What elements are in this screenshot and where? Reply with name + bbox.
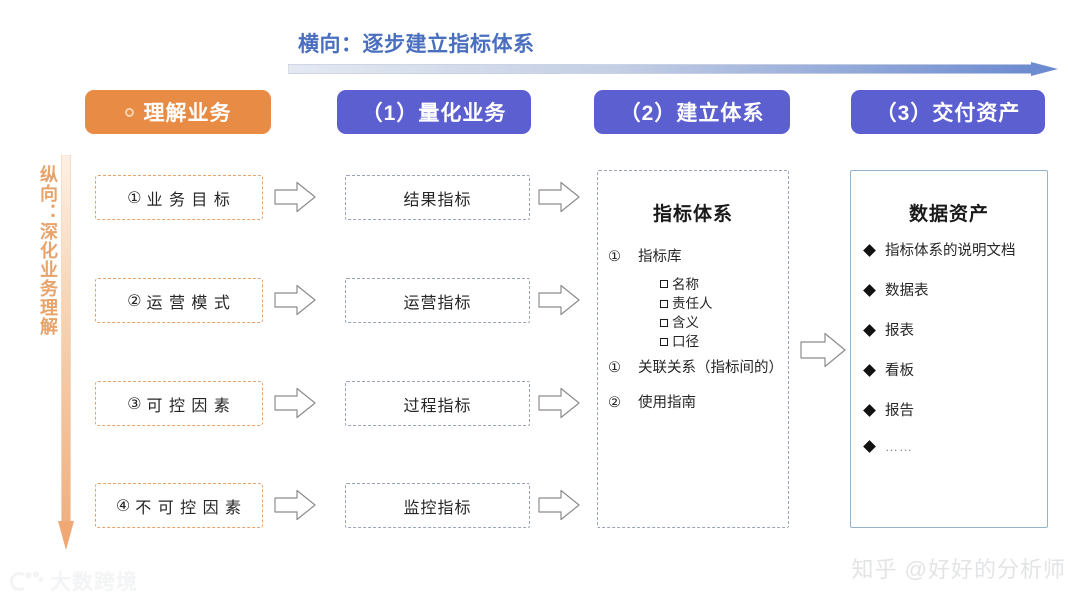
item-label: 指标库 (638, 249, 682, 265)
item-label: 监控指标 (403, 499, 472, 517)
right-block-arrow-icon (274, 181, 316, 213)
item-number: ① (127, 189, 142, 207)
right-block-arrow-icon (538, 284, 580, 316)
watermark-left-label: 大数跨境 (50, 571, 138, 594)
column-header-label: （2）建立体系 (619, 102, 765, 125)
item-number: ② (127, 292, 142, 310)
item-number: ① (608, 360, 621, 376)
checkbox-square-icon (660, 318, 668, 327)
asset-list-item[interactable]: …… (863, 439, 1041, 454)
sub-item-label: 口径 (672, 334, 699, 350)
right-block-arrow-icon (274, 387, 316, 419)
sub-item-label: 责任人 (672, 296, 713, 312)
deliver-assets-list: 指标体系的说明文档 数据表 报表 看板 报告 …… (863, 239, 1041, 473)
item-number: ④ (115, 497, 131, 515)
right-block-arrow-icon (538, 489, 580, 521)
item-number: ① (608, 249, 621, 265)
asset-item-label: 报表 (885, 323, 914, 339)
diamond-bullet-icon (863, 243, 876, 257)
understand-business-item[interactable]: ④ 不 可 控 因 素 (95, 483, 263, 528)
diamond-bullet-icon (863, 283, 876, 297)
quantify-business-item[interactable]: 结果指标 (345, 175, 530, 220)
column-header-quantify-business[interactable]: （1）量化业务 (337, 90, 531, 134)
item-label: 使用指南 (638, 395, 696, 411)
right-block-arrow-icon (538, 181, 580, 213)
right-gradient-arrow-icon (288, 62, 1058, 76)
build-system-item[interactable]: ① 关联关系（指标间的） (608, 356, 783, 377)
item-label: 不 可 控 因 素 (135, 499, 243, 517)
asset-list-item[interactable]: 看板 (863, 359, 1041, 380)
quantify-business-item[interactable]: 过程指标 (345, 381, 530, 426)
paw-logo-icon (10, 571, 44, 592)
sub-list-item[interactable]: 口径 (660, 332, 713, 351)
item-label: 关联关系（指标间的） (638, 360, 783, 376)
checkbox-square-icon (660, 337, 668, 346)
item-label: 业 务 目 标 (146, 191, 231, 209)
item-label: 过程指标 (403, 397, 472, 415)
sub-list-item[interactable]: 含义 (660, 313, 713, 332)
build-system-title: 指标体系 (652, 204, 733, 225)
asset-list-item[interactable]: 报告 (863, 399, 1041, 420)
watermark-right: 知乎 @好好的分析师 (851, 557, 1066, 582)
item-label: 运营指标 (403, 294, 472, 312)
horizontal-banner-title: 横向：逐步建立指标体系 (298, 33, 535, 56)
asset-item-label: 报告 (885, 403, 914, 419)
understand-business-item[interactable]: ① 业 务 目 标 (95, 175, 263, 220)
asset-list-item[interactable]: 报表 (863, 319, 1041, 340)
quantify-business-item[interactable]: 运营指标 (345, 278, 530, 323)
item-label: 结果指标 (403, 191, 472, 209)
deliver-assets-title: 数据资产 (908, 204, 989, 225)
asset-list-item[interactable]: 指标体系的说明文档 (863, 239, 1041, 260)
item-number: ③ (127, 395, 142, 413)
indicator-library-sub-list: 名称 责任人 含义 口径 (660, 275, 713, 352)
quantify-business-item[interactable]: 监控指标 (345, 483, 530, 528)
vertical-banner-title: 纵向：深化业务理解 (38, 165, 58, 336)
diamond-bullet-icon (863, 440, 876, 453)
right-block-arrow-icon (274, 284, 316, 316)
understand-business-item[interactable]: ③ 可 控 因 素 (95, 381, 263, 426)
sub-list-item[interactable]: 名称 (660, 275, 713, 294)
asset-list-item[interactable]: 数据表 (863, 279, 1041, 300)
item-label: 运 营 模 式 (146, 294, 231, 312)
column-header-label: （1）量化业务 (361, 102, 507, 125)
item-number: ② (608, 395, 621, 411)
asset-item-label: 看板 (885, 363, 914, 379)
column-header-build-system[interactable]: （2）建立体系 (594, 90, 790, 134)
sub-item-label: 含义 (672, 315, 699, 331)
deliver-assets-panel: 数据资产 指标体系的说明文档 数据表 报表 看板 报告 …… (850, 170, 1048, 528)
asset-item-label: …… (885, 439, 913, 454)
down-gradient-arrow-icon (58, 155, 74, 550)
build-system-item[interactable]: ② 使用指南 (608, 391, 696, 412)
asset-item-label: 指标体系的说明文档 (885, 243, 1016, 259)
diamond-bullet-icon (863, 403, 876, 417)
watermark-left: 大数跨境 (10, 566, 138, 596)
checkbox-square-icon (660, 299, 668, 308)
diamond-bullet-icon (863, 323, 876, 337)
column-header-label: 理解业务 (143, 102, 232, 125)
checkbox-square-icon (660, 280, 668, 289)
circle-dot-icon (124, 107, 134, 117)
column-header-understand-business[interactable]: 理解业务 (85, 90, 271, 134)
item-label: 可 控 因 素 (146, 397, 231, 415)
right-block-arrow-icon (274, 489, 316, 521)
column-header-label: （3）交付资产 (875, 102, 1021, 125)
right-block-arrow-icon (800, 332, 846, 368)
build-system-panel: 指标体系 ① 指标库 名称 责任人 含义 口径 ① 关联关系（指标间的） ② 使用指南 (597, 170, 789, 528)
right-block-arrow-icon (538, 387, 580, 419)
sub-item-label: 名称 (672, 277, 699, 292)
diamond-bullet-icon (863, 363, 876, 377)
build-system-item[interactable]: ① 指标库 (608, 245, 682, 266)
asset-item-label: 数据表 (885, 283, 929, 299)
column-header-deliver-assets[interactable]: （3）交付资产 (851, 90, 1045, 134)
understand-business-item[interactable]: ② 运 营 模 式 (95, 278, 263, 323)
sub-list-item[interactable]: 责任人 (660, 294, 713, 313)
